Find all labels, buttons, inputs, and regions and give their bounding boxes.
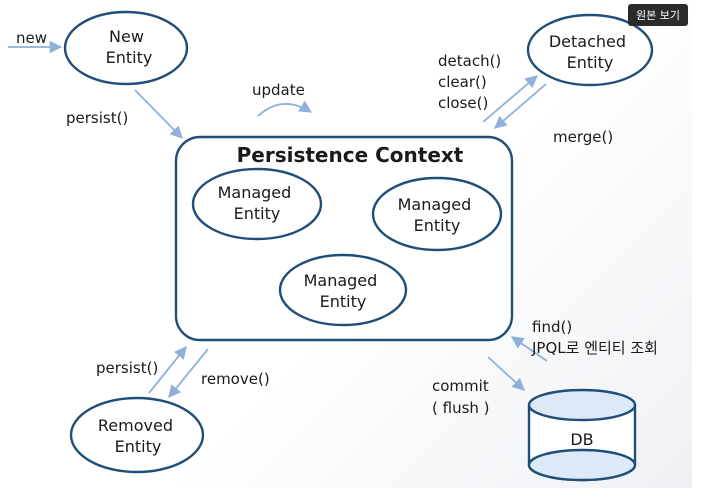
managed-entity-label: Managed Entity [398, 195, 477, 235]
view-original-button[interactable]: 원본 보기 [628, 4, 688, 26]
removed-entity-node [69, 396, 205, 474]
managed-entity-label: Managed Entity [304, 271, 383, 311]
persist-arrow [134, 89, 183, 139]
new-label: new [16, 29, 47, 47]
new-entity-node [63, 10, 189, 86]
remove-arrow [168, 348, 209, 398]
merge-arrow [494, 83, 547, 129]
merge-label: merge() [553, 128, 613, 146]
managed-entity-label: Managed Entity [218, 183, 297, 223]
persist-label: persist() [96, 359, 158, 377]
detached-entity-node [526, 13, 654, 87]
persistence-context-title: Persistence Context [237, 143, 464, 167]
db-cylinder [527, 388, 637, 482]
find-label: find() JPQL로 엔티티 조회 [531, 318, 658, 357]
commit-label: commit ( flush ) [432, 377, 493, 417]
find-arrow [510, 336, 548, 362]
managed-entity-node [191, 167, 323, 241]
managed-entity-node [371, 176, 503, 252]
detach-label: detach() clear() close() [438, 52, 506, 112]
detach-arrow [482, 75, 538, 123]
update-arrow [257, 100, 313, 117]
persist-back-arrow [148, 346, 187, 394]
detached-entity-label: Detached Entity [549, 32, 631, 72]
managed-entity-node [278, 253, 408, 327]
commit-arrow [487, 356, 525, 391]
db-label: DB [570, 430, 593, 449]
new-entity-label: New Entity [106, 27, 153, 67]
update-label: update [252, 81, 305, 99]
persist-label: persist() [66, 109, 128, 127]
remove-label: remove() [201, 370, 270, 388]
removed-entity-label: Removed Entity [98, 416, 178, 456]
